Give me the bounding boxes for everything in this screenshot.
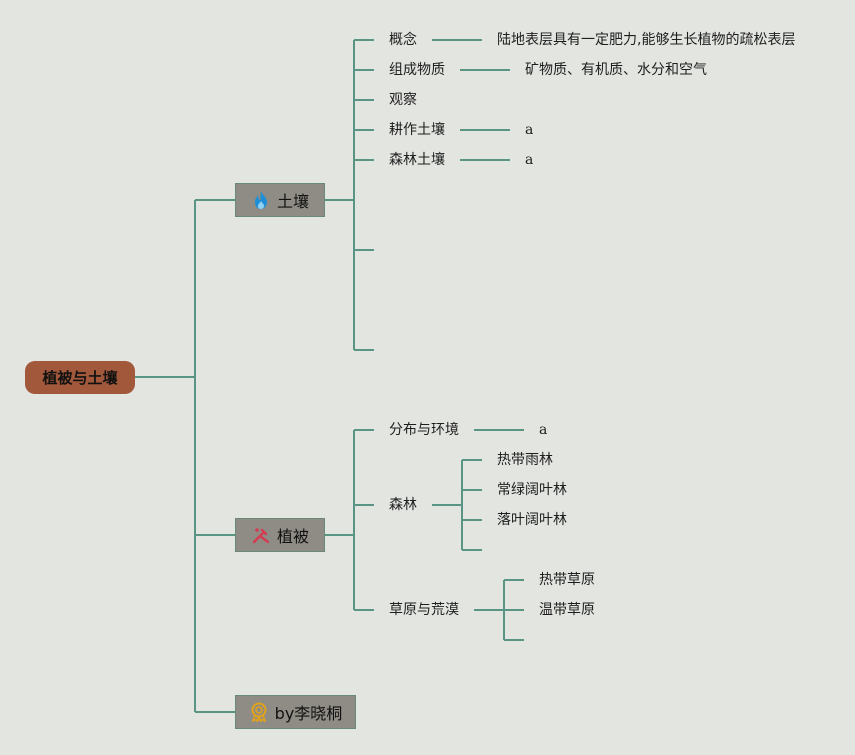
topic-grassland-item[interactable]: 温带草原	[539, 602, 595, 618]
topic-concept[interactable]: 概念	[389, 32, 417, 48]
topic-cultivated-soil[interactable]: 耕作土壤	[389, 122, 445, 138]
branch-author[interactable]: by李晓桐	[235, 695, 356, 729]
topic-distribution-value[interactable]: a	[539, 422, 548, 438]
topic-grassland[interactable]: 草原与荒漠	[389, 602, 459, 618]
root-topic-label: 植被与土壤	[42, 369, 118, 387]
root-topic[interactable]: 植被与土壤	[25, 361, 135, 394]
branch-vegetation[interactable]: 植被	[235, 518, 325, 552]
branch-author-label: by李晓桐	[274, 704, 343, 723]
branch-vegetation-label: 植被	[276, 527, 309, 546]
tools-icon	[251, 525, 271, 545]
topic-grassland-item[interactable]: 热带草原	[539, 572, 595, 588]
topic-composition[interactable]: 组成物质	[389, 62, 445, 78]
topic-composition-value[interactable]: 矿物质、有机质、水分和空气	[525, 62, 707, 78]
topic-observe[interactable]: 观察	[389, 92, 417, 108]
branch-soil-label: 土壤	[276, 192, 309, 211]
award-badge-icon	[249, 702, 269, 724]
branch-soil[interactable]: 土壤	[235, 183, 325, 217]
topic-cultivated-soil-value[interactable]: a	[525, 122, 534, 138]
topic-forest-soil[interactable]: 森林土壤	[389, 152, 445, 168]
topic-forest-item[interactable]: 热带雨林	[497, 452, 553, 468]
topic-forest-soil-value[interactable]: a	[525, 152, 534, 168]
flame-icon	[251, 190, 271, 210]
topic-distribution[interactable]: 分布与环境	[389, 422, 459, 438]
topic-forest-item[interactable]: 常绿阔叶林	[497, 482, 567, 498]
topic-forest[interactable]: 森林	[389, 497, 417, 513]
topic-forest-item[interactable]: 落叶阔叶林	[497, 512, 567, 528]
topic-concept-value[interactable]: 陆地表层具有一定肥力,能够生长植物的疏松表层	[497, 32, 796, 48]
